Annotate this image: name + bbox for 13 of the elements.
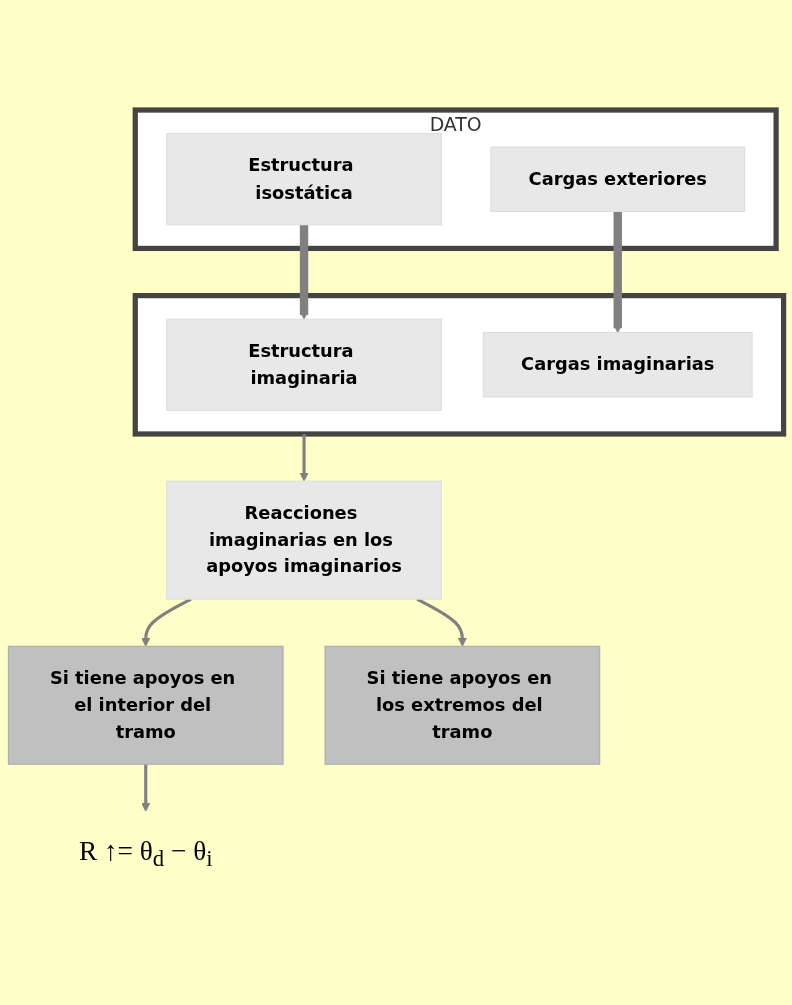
node-text: R ↑= θ$_{d}$ − θ$_{i}$ xyxy=(78,835,213,872)
node-box: Reacciones imaginarias en los apoyos imaginarios xyxy=(166,480,442,600)
node-box: Cargas imaginarias xyxy=(482,332,753,398)
arrow xyxy=(141,764,151,812)
node-box: Estructura imaginaria xyxy=(166,318,442,411)
node-box: Estructura isostática xyxy=(166,133,442,226)
cluster xyxy=(132,293,787,437)
arrow xyxy=(613,211,623,333)
node-box: Si tiene apoyos en el interior del tramo xyxy=(7,645,284,765)
node-box: Si tiene apoyos en los extremos del tramo xyxy=(324,645,601,765)
node-box: Cargas exteriores xyxy=(490,146,746,212)
arrow xyxy=(299,224,309,320)
arrow xyxy=(299,434,309,482)
